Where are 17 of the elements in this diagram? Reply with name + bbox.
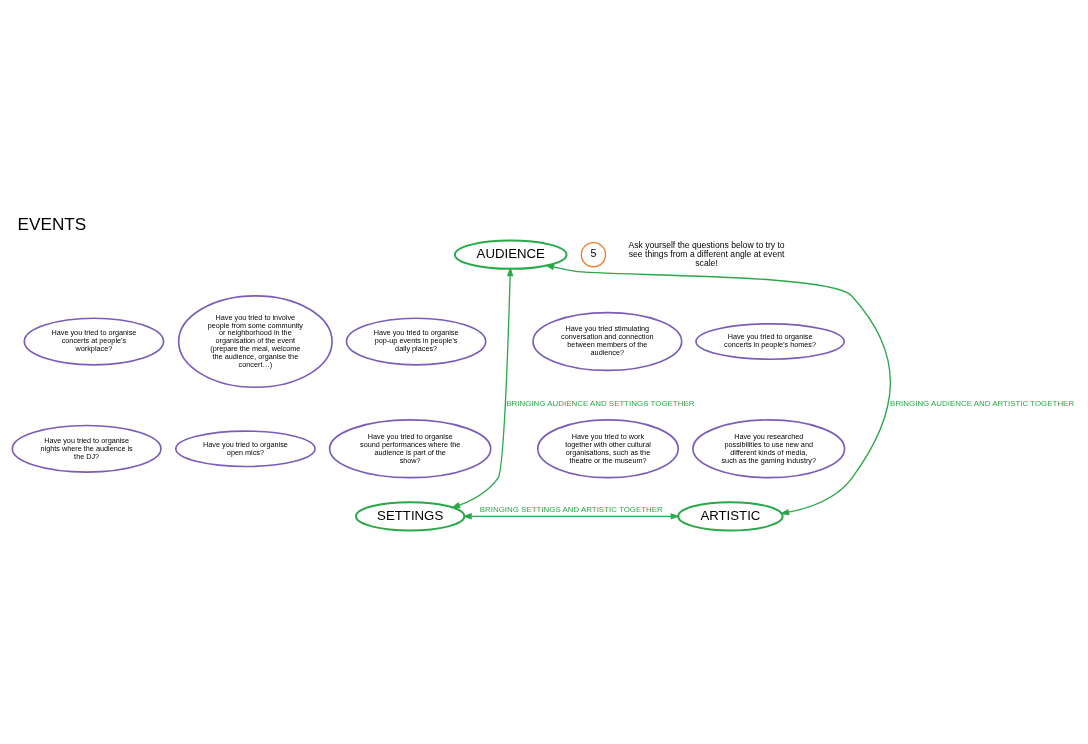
- arrow: [450, 266, 514, 509]
- label: 5: [590, 247, 597, 260]
- arrow: [462, 513, 680, 520]
- node-ellipse: Have you tried to involve people from some community or neighborhood in the organisation of the event (prepare the meal, welcome the audience, organise the concert…): [177, 295, 333, 389]
- node-ellipse: Have you tried to organise open mics?: [175, 430, 316, 468]
- node-ellipse: Have you tried to organise nights where the audience is the DJ?: [11, 424, 162, 473]
- diagram-title: EVENTS: [17, 214, 87, 235]
- node-ellipse: Have you tried to organise pop-up events in people’s daily places?: [345, 317, 487, 366]
- node-ellipse: Have you tried to organise concerts at people’s workplace?: [23, 317, 165, 366]
- node-ellipse: Have you tried to work together with other cultural organisations, such as the theatre or the museum?: [536, 419, 680, 479]
- arrow: [544, 263, 891, 516]
- node-ellipse: Have you tried stimulating conversation and connection between members of the audience?: [532, 311, 683, 372]
- node-ellipse: Have you tried to organise concerts in people’s homes?: [695, 323, 845, 361]
- node-ellipse: Have you researched possibilities to use new and different kinds of media, such as the gaming industry?: [692, 419, 846, 479]
- node-ellipse: Have you tried to organise sound performances where the audience is part of the show?: [328, 419, 492, 479]
- node-ellipse: ARTISTIC: [677, 501, 784, 532]
- label: Ask yourself the questions below to try to see things from a different angle at event scale!: [628, 239, 785, 269]
